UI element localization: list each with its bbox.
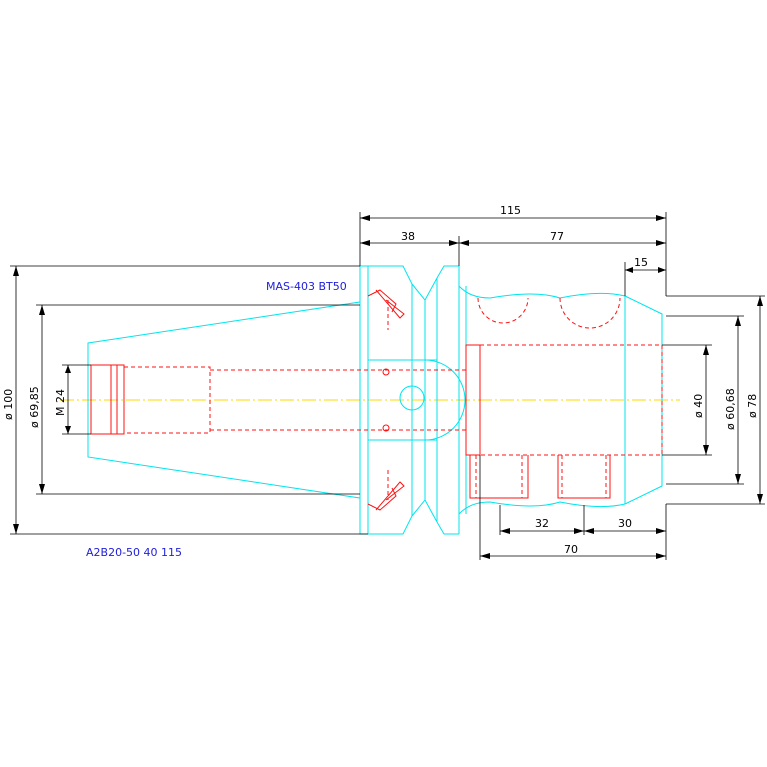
- dimension-nose-length: 15: [624, 256, 666, 296]
- part-code-label: A2B20-50 40 115: [86, 546, 182, 559]
- hidden-lines: [90, 289, 663, 511]
- dimension-bore-depth: 70: [479, 455, 667, 560]
- dimension-slot-span-text: 32: [535, 517, 549, 530]
- dimension-body-length-text: 77: [550, 230, 564, 243]
- dimension-taper-diameter: ø 69,85: [28, 304, 360, 495]
- dimension-total-length-text: 115: [500, 204, 521, 217]
- dimension-nose-length-text: 15: [634, 256, 648, 269]
- dimension-thread-text: M 24: [54, 389, 67, 416]
- flange-outline: [359, 265, 466, 535]
- dimension-total-length: 115: [359, 204, 667, 296]
- dimension-flange-diameter: ø 100: [2, 265, 368, 535]
- dimension-bore-depth-text: 70: [564, 543, 578, 556]
- dimension-flange-length-text: 38: [401, 230, 415, 243]
- dimension-taper-diameter-text: ø 69,85: [28, 386, 41, 428]
- dimension-body-diameter: ø 60,68: [666, 315, 744, 485]
- dimension-end-span-text: 30: [618, 517, 632, 530]
- dimension-thread: M 24: [54, 364, 91, 435]
- dimension-flange-diameter-text: ø 100: [2, 389, 15, 420]
- dimension-outer-diameter-text: ø 78: [746, 394, 759, 418]
- dimension-bore-diameter: ø 40: [662, 344, 712, 456]
- dimension-body-length: 77: [459, 230, 666, 246]
- body-outline: [458, 285, 663, 515]
- dimension-outer-diameter: ø 78: [666, 295, 765, 505]
- part-name-label: MAS-403 BT50: [266, 280, 347, 293]
- dimension-body-diameter-text: ø 60,68: [724, 388, 737, 430]
- dimension-flange-length: 38: [360, 230, 460, 266]
- dimension-slot-spans: 32 30: [499, 505, 666, 535]
- dimension-bore-diameter-text: ø 40: [692, 394, 705, 418]
